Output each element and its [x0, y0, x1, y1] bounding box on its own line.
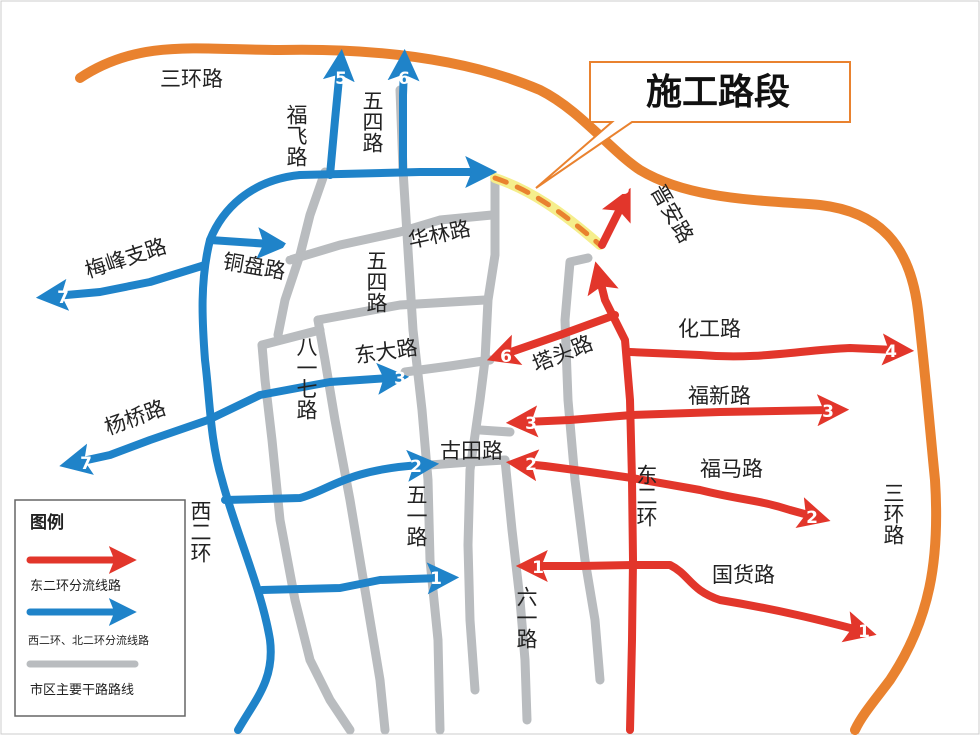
- badge-3-dongda: 3: [394, 369, 406, 389]
- legend-main-label: 市区主要干路路线: [30, 682, 134, 698]
- route-yangqiao-7: [59, 416, 212, 475]
- road-wusi-wuyi: [395, 85, 445, 735]
- route-huagong-4: [626, 333, 915, 366]
- road-badaqi: [313, 315, 390, 735]
- label-badaqi: 八一七路: [294, 336, 318, 420]
- badge-3-fuxin-west: 3: [525, 414, 537, 434]
- label-fuma: 福马路: [700, 457, 763, 481]
- label-wusi-top: 五四路: [360, 90, 384, 153]
- badge-6-top: 6: [398, 69, 410, 89]
- route-wuyi-1: [258, 562, 460, 595]
- label-wuyi: 五一路: [404, 484, 428, 547]
- road-hualin: [285, 210, 497, 265]
- badge-7-yangqiao: 7: [80, 454, 92, 474]
- road-east-collector: [463, 173, 500, 695]
- route-fuxin-3w: [505, 405, 636, 438]
- route-dongda-3: [204, 362, 410, 424]
- badge-2-fuma-east: 2: [806, 508, 818, 528]
- label-fufei: 福飞路: [284, 104, 308, 167]
- main-roads: [257, 85, 605, 735]
- route-guohuo-1e: [629, 561, 877, 643]
- route-fuma-2w: [505, 449, 636, 482]
- route-jinan-5: [598, 187, 631, 249]
- road-liuyi: [500, 455, 532, 725]
- road-tatou-south: [560, 253, 605, 685]
- route-fufei-5: [322, 48, 355, 179]
- route-tatou-6: [486, 311, 619, 365]
- blue-routes: [35, 48, 498, 734]
- route-fuxin-3e: [628, 394, 850, 427]
- label-guohuo: 国货路: [712, 563, 775, 587]
- legend: 图例 东二环分流线路 西二环、北二环分流线路 市区主要干路路线: [14, 499, 186, 717]
- route-wusi-6: [387, 48, 420, 174]
- callout-box: [535, 61, 851, 189]
- road-gutian-stub: [475, 425, 515, 437]
- label-gutian: 古田路: [440, 439, 503, 463]
- label-ring3-right: 三环路: [881, 482, 905, 545]
- label-ring3-top: 三环路: [160, 67, 223, 91]
- route-fuma-2e: [628, 474, 831, 529]
- label-huagong: 化工路: [678, 317, 741, 341]
- badge-1-guohuo-east: 1: [858, 622, 870, 642]
- red-routes: [486, 187, 915, 734]
- badge-7-meifeng: 7: [57, 288, 69, 308]
- badge-6-tatou: 6: [500, 347, 512, 367]
- road-dongda: [400, 355, 495, 377]
- road-dongda-upper: [313, 295, 490, 325]
- route-guohuo-1w: [515, 550, 637, 582]
- legend-east-label: 东二环分流线路: [30, 578, 121, 594]
- badge-1-wuyi: 1: [430, 569, 442, 589]
- construction-callout: 施工路段: [535, 61, 851, 189]
- badge-2-gutian: 2: [410, 457, 422, 477]
- badge-2-fuma-west: 2: [525, 455, 537, 475]
- badge-4-tongpan: 4: [280, 241, 292, 261]
- label-xi-er-huan: 西二环: [188, 500, 212, 563]
- label-dong-er-huan: 东二环: [634, 464, 658, 527]
- route-to-construction: [296, 156, 498, 188]
- route-meifeng-7: [35, 261, 209, 311]
- route-tongpan-4: [206, 227, 290, 260]
- legend-title: 图例: [30, 512, 64, 533]
- route-badges: 5 6 4 7 3 7 2 1 5 6 4 3 3 2 2 1 1: [57, 69, 897, 642]
- badge-3-fuxin-east: 3: [822, 402, 834, 422]
- construction-segment-dash: [492, 175, 603, 248]
- dong-er-huan-route: [587, 261, 637, 734]
- road-gutian: [425, 455, 510, 470]
- badge-4-huagong: 4: [885, 342, 897, 362]
- label-fuxin: 福新路: [688, 384, 751, 408]
- road-west-link: [257, 325, 325, 350]
- callout-text: 施工路段: [646, 72, 790, 113]
- route-gutian-2: [221, 449, 440, 504]
- badge-5-top: 5: [335, 69, 347, 89]
- label-wusi-mid: 五四路: [364, 250, 388, 313]
- legend-box: [14, 499, 186, 717]
- badge-1-guohuo-west: 1: [532, 558, 544, 578]
- badge-5-jinan: 5: [618, 179, 630, 199]
- label-liuyi: 六一路: [514, 586, 538, 649]
- legend-west-label: 西二环、北二环分流线路: [28, 633, 149, 647]
